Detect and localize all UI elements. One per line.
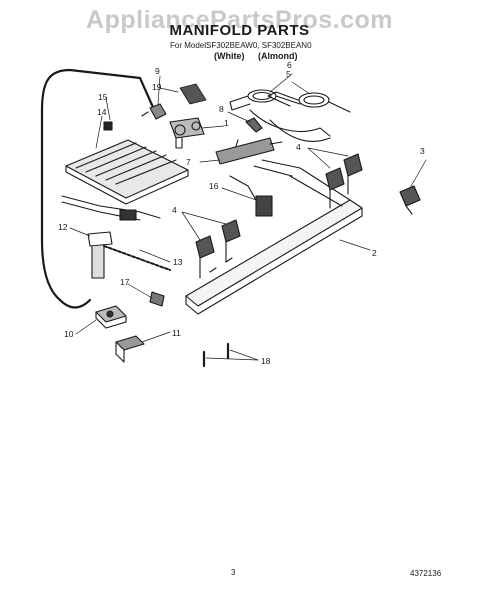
valve-bottom xyxy=(195,219,241,279)
wire-harness xyxy=(61,195,171,271)
burner-rear xyxy=(229,89,301,111)
regulator xyxy=(103,121,113,131)
pressure-regulator xyxy=(95,305,127,329)
callout-18: 18 xyxy=(261,356,271,366)
mounting-bracket xyxy=(179,83,207,105)
valve-top xyxy=(325,153,363,209)
callout-7: 7 xyxy=(186,157,191,167)
callout-5: 5 xyxy=(286,69,291,79)
callout-1: 1 xyxy=(224,118,229,128)
tube-fitting xyxy=(141,103,167,120)
gas-valve xyxy=(169,117,205,149)
callout-4-bottom: 4 xyxy=(172,205,177,215)
callout-15: 15 xyxy=(98,92,108,102)
callout-10: 10 xyxy=(64,329,74,339)
page-number: 3 xyxy=(231,568,236,577)
callout-9: 9 xyxy=(155,66,160,76)
callout-14: 14 xyxy=(97,107,107,117)
spark-module xyxy=(229,175,273,217)
regulator-bracket xyxy=(115,335,145,363)
pilot-valve xyxy=(399,185,421,215)
callout-3: 3 xyxy=(420,146,425,156)
model-prefix: For Model: xyxy=(170,41,209,50)
orifice-bracket xyxy=(87,231,113,279)
callout-16: 16 xyxy=(209,181,219,191)
bracket-17 xyxy=(149,291,165,307)
manifold-pipe xyxy=(185,159,363,315)
callout-19: 19 xyxy=(152,82,162,92)
page-title: MANIFOLD PARTS xyxy=(169,22,310,39)
document-number: 4372136 xyxy=(410,569,442,578)
watermark: AppliancePartsPros.com xyxy=(86,6,393,34)
callout-13: 13 xyxy=(173,257,183,267)
callout-2: 2 xyxy=(372,248,377,258)
callout-8: 8 xyxy=(219,104,224,114)
callout-11: 11 xyxy=(172,328,181,338)
gas-tube xyxy=(40,68,158,302)
callout-12: 12 xyxy=(58,222,68,232)
color-label-almond: (Almond) xyxy=(258,51,298,61)
callout-17: 17 xyxy=(120,277,130,287)
igniter-tube xyxy=(215,137,283,165)
callout-4-top: 4 xyxy=(296,142,301,152)
model-numbers: SF302BEAW0, SF302BEAN0 xyxy=(206,41,312,50)
clip xyxy=(245,117,263,133)
screws xyxy=(202,342,230,368)
color-label-white: (White) xyxy=(214,51,245,61)
heat-shield xyxy=(65,139,189,205)
callout-6: 6 xyxy=(287,60,292,70)
burner-wire xyxy=(249,109,331,137)
burner-front xyxy=(267,91,351,113)
